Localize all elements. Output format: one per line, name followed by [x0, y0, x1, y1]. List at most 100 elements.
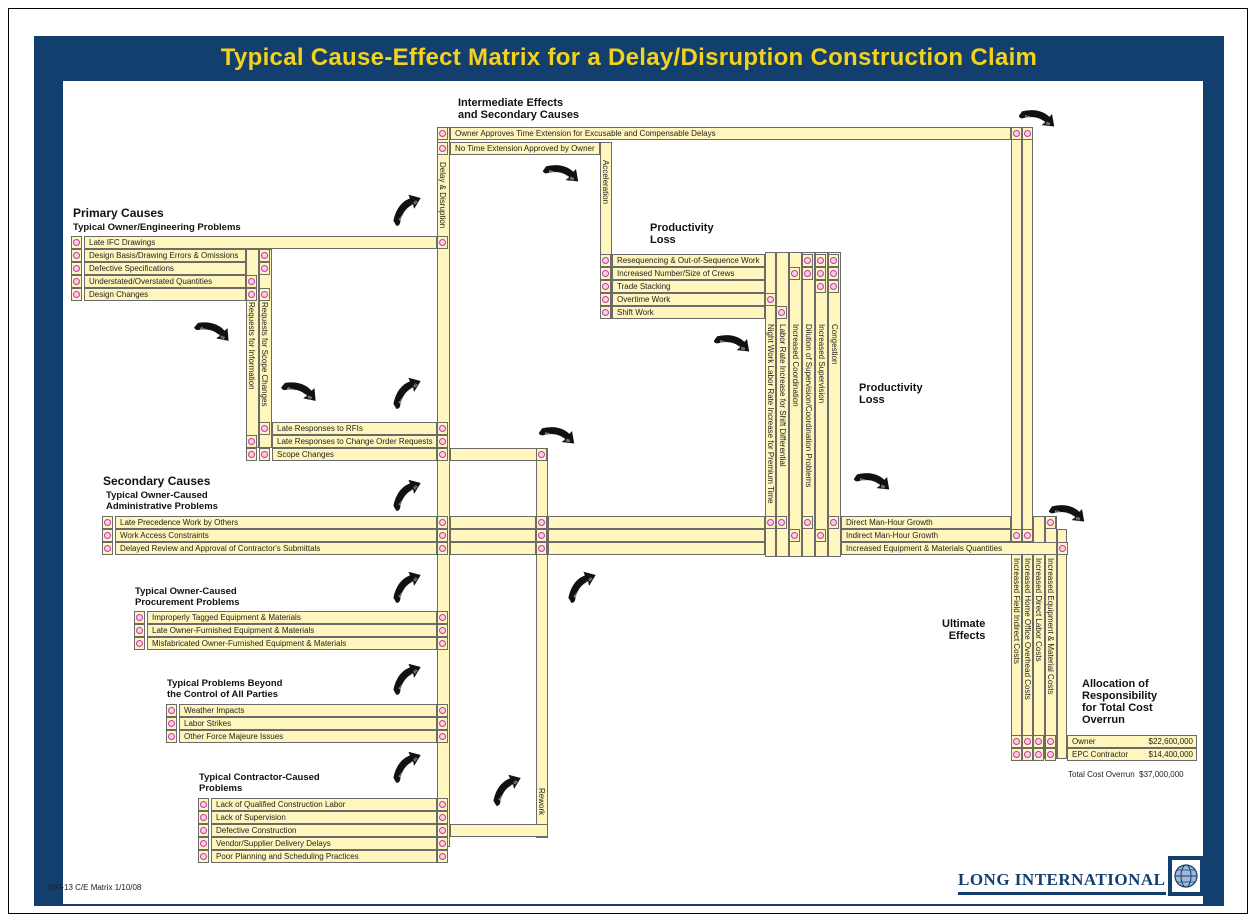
marker-dot-icon — [168, 733, 175, 740]
marker-dot-icon — [200, 814, 207, 821]
matrix-marker-cell — [765, 293, 776, 306]
marker-dot-icon — [73, 278, 80, 285]
marker-dot-icon — [1024, 751, 1031, 758]
matrix-marker-cell — [166, 730, 177, 743]
matrix-marker-cell — [1011, 748, 1022, 761]
vlabel-labor-rate: Labor Rate Increase for Shift Differenti… — [778, 324, 787, 467]
matrix-marker-cell — [1022, 529, 1033, 542]
stem-ultimate-3 — [1057, 529, 1067, 759]
marker-dot-icon — [1013, 130, 1020, 137]
marker-dot-icon — [830, 257, 837, 264]
connector-bottom-rework — [450, 824, 548, 837]
connector-mh-1 — [450, 516, 536, 529]
marker-dot-icon — [439, 853, 446, 860]
marker-dot-icon — [261, 425, 268, 432]
marker-dot-icon — [439, 640, 446, 647]
matrix-marker-cell — [600, 267, 611, 280]
matrix-marker-cell — [437, 142, 448, 155]
matrix-marker-cell — [1045, 735, 1056, 748]
marker-dot-icon — [439, 145, 446, 152]
matrix-marker-cell — [437, 730, 448, 743]
marker-dot-icon — [136, 640, 143, 647]
matrix-marker-cell — [437, 448, 448, 461]
stem-productivity-5 — [815, 252, 828, 557]
marker-dot-icon — [602, 257, 609, 264]
marker-dot-icon — [602, 283, 609, 290]
matrix-marker-cell — [1045, 516, 1056, 529]
matrix-marker-cell — [815, 529, 826, 542]
vlabel-requests-info: Requests for Information — [247, 302, 256, 390]
subheading-owner-procurement: Typical Owner-Caused Procurement Problem… — [135, 586, 240, 608]
marker-dot-icon — [1013, 532, 1020, 539]
matrix-marker-cell — [1033, 735, 1044, 748]
marker-dot-icon — [261, 291, 268, 298]
matrix-marker-cell — [198, 850, 209, 863]
heading-productivity-loss-2: Productivity Loss — [859, 382, 923, 406]
row-defective-specs: Defective Specifications — [84, 262, 246, 275]
marker-dot-icon — [104, 519, 111, 526]
matrix-marker-cell — [437, 824, 448, 837]
matrix-marker-cell — [828, 516, 839, 529]
curved-arrow-icon: RESULTED IN — [560, 565, 606, 609]
vlabel-requests-scope: Requests for Scope Changes — [260, 302, 269, 407]
matrix-marker-cell — [71, 249, 82, 262]
subheading-beyond-control: Typical Problems Beyond the Control of A… — [167, 678, 283, 700]
row-shift: Shift Work — [612, 306, 765, 319]
connector-scope-rework — [450, 448, 548, 461]
matrix-marker-cell — [437, 422, 448, 435]
marker-dot-icon — [261, 451, 268, 458]
marker-dot-icon — [73, 239, 80, 246]
marker-dot-icon — [1013, 751, 1020, 758]
matrix-marker-cell — [1022, 735, 1033, 748]
row-design-changes: Design Changes — [84, 288, 246, 301]
marker-dot-icon — [1035, 738, 1042, 745]
row-force-majeure: Other Force Majeure Issues — [179, 730, 437, 743]
matrix-marker-cell — [536, 516, 547, 529]
row-crews: Increased Number/Size of Crews — [612, 267, 765, 280]
marker-dot-icon — [439, 519, 446, 526]
marker-dot-icon — [104, 532, 111, 539]
matrix-marker-cell — [71, 288, 82, 301]
row-late-co: Late Responses to Change Order Requests — [272, 435, 437, 448]
page-title: Typical Cause-Effect Matrix for a Delay/… — [220, 44, 1038, 71]
row-lack-supervision: Lack of Supervision — [211, 811, 437, 824]
marker-dot-icon — [261, 265, 268, 272]
marker-dot-icon — [439, 814, 446, 821]
row-owner-approves: Owner Approves Time Extension for Excusa… — [450, 127, 1011, 140]
marker-dot-icon — [1024, 532, 1031, 539]
matrix-marker-cell — [246, 288, 257, 301]
matrix-marker-cell — [828, 280, 839, 293]
row-poor-planning: Poor Planning and Scheduling Practices — [211, 850, 437, 863]
matrix-marker-cell — [1022, 127, 1033, 140]
marker-dot-icon — [538, 532, 545, 539]
matrix-marker-cell — [815, 267, 826, 280]
marker-dot-icon — [804, 270, 811, 277]
curved-arrow-icon: RESULTED IN — [710, 322, 757, 367]
matrix-marker-cell — [134, 624, 145, 637]
matrix-marker-cell — [166, 704, 177, 717]
marker-dot-icon — [538, 519, 545, 526]
marker-dot-icon — [804, 519, 811, 526]
marker-dot-icon — [136, 614, 143, 621]
matrix-marker-cell — [102, 529, 113, 542]
matrix-marker-cell — [198, 811, 209, 824]
vlabel-dilution: Dilution of Supervision/Coordination Pro… — [804, 324, 813, 488]
curved-arrow-icon: RESULTED IN — [535, 414, 582, 459]
curved-arrow-icon: RESULTED IN — [1015, 97, 1062, 142]
marker-dot-icon — [791, 270, 798, 277]
marker-dot-icon — [439, 827, 446, 834]
marker-dot-icon — [1047, 751, 1054, 758]
matrix-marker-cell — [259, 422, 270, 435]
matrix-marker-cell — [1022, 748, 1033, 761]
marker-dot-icon — [830, 270, 837, 277]
matrix-marker-cell — [198, 837, 209, 850]
marker-dot-icon — [1024, 738, 1031, 745]
matrix-marker-cell — [802, 516, 813, 529]
matrix-marker-cell — [1045, 748, 1056, 761]
curved-arrow-icon: RESULTED IN — [385, 565, 431, 609]
matrix-marker-cell — [437, 127, 448, 140]
vlabel-field-indirect: Increased Field Indirect Costs — [1012, 558, 1021, 664]
matrix-marker-cell — [536, 529, 547, 542]
marker-dot-icon — [200, 827, 207, 834]
matrix-marker-cell — [437, 704, 448, 717]
